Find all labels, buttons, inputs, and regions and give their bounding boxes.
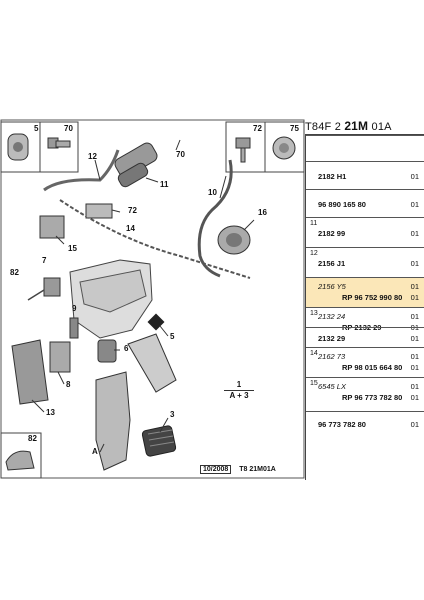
reference-note-top: 1: [236, 380, 242, 389]
parts-row-quantity: 01: [410, 363, 419, 372]
footer-code: T8 21M01A: [239, 466, 276, 473]
callout-82[interactable]: 82: [10, 268, 19, 277]
parts-row-reference: 6545 LX: [318, 382, 346, 391]
exploded-diagram: [0, 119, 305, 479]
callout-5[interactable]: 5: [34, 124, 39, 133]
parts-row-item-number: 12: [310, 250, 318, 257]
callout-9[interactable]: 9: [72, 304, 77, 313]
parts-row-reference: 2156 Y5: [318, 282, 346, 291]
callout-12[interactable]: 12: [88, 152, 97, 161]
reference-note-bottom: A + 3: [229, 391, 249, 400]
header-group: 21M: [344, 119, 369, 133]
callout-70b[interactable]: 70: [176, 150, 185, 159]
parts-row-reference: RP 96 773 782 80: [342, 393, 403, 402]
callout-72[interactable]: 72: [253, 124, 262, 133]
callout-a[interactable]: A: [92, 447, 98, 456]
parts-row[interactable]: 2182 H1 01: [306, 161, 424, 190]
callout-70[interactable]: 70: [64, 124, 73, 133]
callout-15[interactable]: 15: [68, 244, 77, 253]
parts-row-quantity: 01: [410, 282, 419, 291]
parts-row-reference: RP 96 752 990 80: [342, 293, 403, 302]
callout-75[interactable]: 75: [290, 124, 299, 133]
parts-row-reference: 2156 J1: [318, 259, 346, 268]
callout-11[interactable]: 11: [160, 180, 169, 189]
parts-row-quantity: 01: [410, 334, 419, 343]
callout-7[interactable]: 7: [42, 256, 47, 265]
parts-row-quantity: 01: [410, 420, 419, 429]
parts-row[interactable]: 96 773 782 80 01: [306, 411, 424, 436]
reference-divider: [224, 390, 254, 391]
callout-5b[interactable]: 5: [170, 332, 175, 341]
parts-row-quantity: 01: [410, 172, 419, 181]
callout-13[interactable]: 13: [46, 408, 55, 417]
parts-row-reference: 96 773 782 80: [318, 420, 366, 429]
parts-row[interactable]: 2156 Y5 RP 96 752 990 80 01 01: [306, 277, 424, 308]
parts-row-quantity: 01: [410, 352, 419, 361]
parts-row[interactable]: [306, 135, 424, 162]
parts-row[interactable]: 96 890 165 80 01: [306, 189, 424, 218]
catalog-header: T84F 2 21M 01A: [305, 119, 392, 133]
callout-8[interactable]: 8: [66, 380, 71, 389]
parts-row-reference: 96 890 165 80: [318, 200, 366, 209]
parts-row-quantity: 01: [410, 382, 419, 391]
callout-82b[interactable]: 82: [28, 434, 37, 443]
parts-row-reference: 2182 H1: [318, 172, 347, 181]
reference-note: 1 A + 3: [224, 380, 254, 400]
parts-row-quantity: 01: [410, 229, 419, 238]
callout-6[interactable]: 6: [124, 344, 129, 353]
parts-row-item-number: 11: [310, 220, 318, 227]
parts-row-quantity: 01: [410, 293, 419, 302]
parts-row[interactable]: 2132 29 01: [306, 327, 424, 348]
parts-row-item-number: 14: [310, 350, 318, 357]
parts-row-reference: RP 98 015 664 80: [342, 363, 403, 372]
callout-14[interactable]: 14: [126, 224, 135, 233]
parts-row-quantity: 01: [410, 312, 419, 321]
footer-date: 10/2008: [200, 465, 232, 474]
parts-row-reference: 2132 29: [318, 334, 346, 343]
callout-72b[interactable]: 72: [128, 206, 137, 215]
parts-row-reference: 2162 73: [318, 352, 346, 361]
header-suffix: 01A: [368, 121, 392, 133]
header-prefix: T84F 2: [305, 121, 345, 133]
parts-row-quantity: 01: [410, 259, 419, 268]
parts-row-reference: 2182 99: [318, 229, 346, 238]
parts-row-quantity: 01: [410, 393, 419, 402]
parts-row-quantity: 01: [410, 200, 419, 209]
drawing-footer: 10/2008 T8 21M01A: [200, 465, 276, 474]
callout-16[interactable]: 16: [258, 208, 267, 217]
callout-10[interactable]: 10: [208, 188, 217, 197]
parts-row-reference: 2132 24: [318, 312, 346, 321]
callout-3[interactable]: 3: [170, 410, 175, 419]
parts-row-item-number: 13: [310, 310, 318, 317]
parts-row-item-number: 15: [310, 380, 318, 387]
